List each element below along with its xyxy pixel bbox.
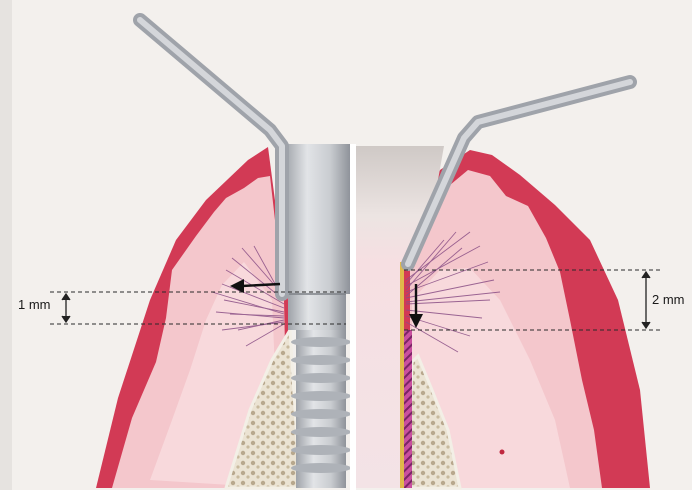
measurement-label-1mm: 1 mm (18, 297, 51, 312)
implant-collar (288, 294, 346, 330)
measurement-label-2mm: 2 mm (652, 292, 685, 307)
tooth-root (356, 262, 402, 488)
implant-abutment (284, 144, 350, 294)
blood-spot (500, 450, 505, 455)
page-edge-shadow (0, 0, 12, 490)
implant-threads (291, 330, 351, 488)
root-cementum (400, 262, 404, 488)
periodontal-ligament (404, 330, 412, 488)
panel-divider (350, 144, 356, 490)
